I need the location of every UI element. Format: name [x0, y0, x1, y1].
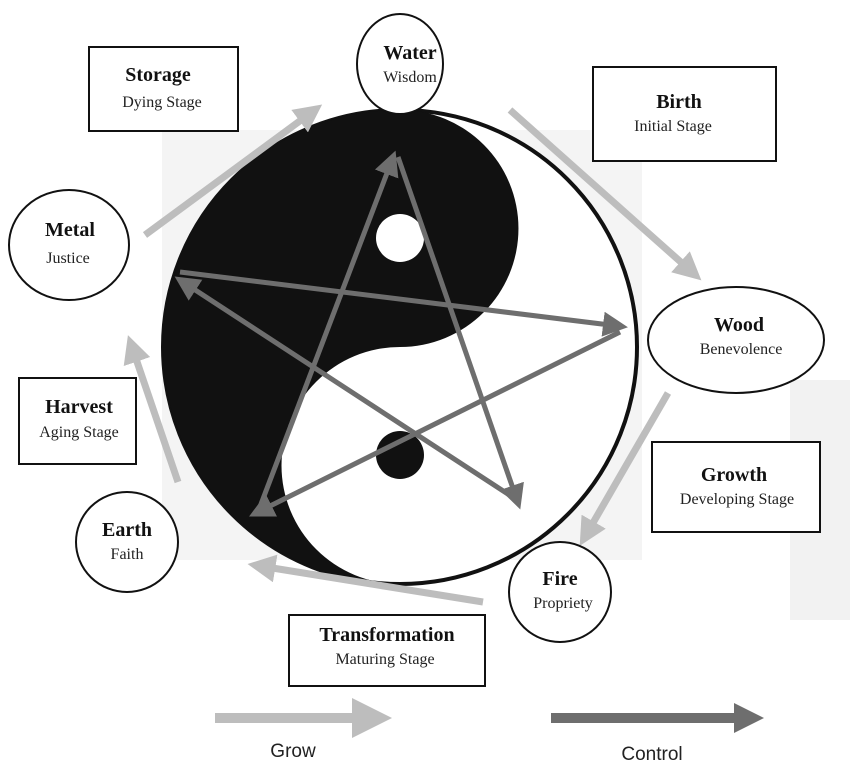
- element-title: Wood: [714, 314, 764, 336]
- stage-title: Birth: [656, 91, 702, 113]
- control-arrow-earth-water: [255, 150, 399, 513]
- element-quality: Justice: [46, 250, 90, 267]
- control-arrow-fire-metal: [174, 276, 519, 503]
- element-quality: Wisdom: [383, 69, 437, 86]
- stage-title: Transformation: [319, 624, 454, 646]
- element-node-fire: Fire Propriety: [508, 541, 612, 643]
- element-node-metal: Metal Justice: [8, 189, 130, 301]
- element-quality: Faith: [111, 546, 144, 563]
- stage-box-harvest: Harvest Aging Stage: [18, 377, 137, 465]
- stage-subtitle: Aging Stage: [39, 424, 119, 441]
- stage-title: Harvest: [45, 396, 113, 418]
- grow-arrow-water-wood: [507, 107, 702, 281]
- yin-half: [163, 110, 519, 584]
- element-node-water: Water Wisdom: [356, 13, 444, 115]
- stage-subtitle: Developing Stage: [680, 491, 794, 508]
- stage-title: Storage: [125, 64, 191, 86]
- stage-subtitle: Maturing Stage: [335, 651, 434, 668]
- yin-dot: [376, 431, 424, 479]
- control-arrow-water-fire: [395, 156, 524, 510]
- stage-box-storage: Storage Dying Stage: [88, 46, 239, 132]
- element-node-earth: Earth Faith: [75, 491, 179, 593]
- element-node-wood: Wood Benevolence: [647, 286, 825, 394]
- element-title: Water: [383, 42, 436, 64]
- stage-box-birth: Birth Initial Stage: [592, 66, 777, 162]
- element-title: Fire: [542, 568, 577, 590]
- element-quality: Propriety: [533, 595, 593, 612]
- grow-arrow-metal-water: [142, 104, 323, 238]
- stage-subtitle: Dying Stage: [122, 94, 202, 111]
- grow-arrow-wood-fire: [579, 391, 672, 546]
- element-title: Metal: [45, 219, 95, 241]
- control-arrow-wood-earth: [249, 329, 622, 517]
- stage-subtitle: Initial Stage: [634, 118, 712, 135]
- stage-box-transformation: Transformation Maturing Stage: [288, 614, 486, 687]
- element-quality: Benevolence: [700, 341, 783, 358]
- yin-yang-symbol: [161, 108, 639, 586]
- grow-cycle: [123, 104, 702, 606]
- yang-dot: [376, 214, 424, 262]
- legend: Grow Control: [215, 698, 764, 765]
- grow-arrow-earth-metal: [123, 335, 182, 484]
- control-arrow-metal-wood: [179, 269, 628, 337]
- element-title: Earth: [102, 519, 152, 541]
- grow-arrow-fire-earth: [247, 554, 484, 606]
- legend-control-label: Control: [621, 744, 682, 765]
- stage-title: Growth: [701, 464, 767, 486]
- control-star: [174, 150, 628, 517]
- legend-grow-label: Grow: [270, 741, 316, 762]
- stage-box-growth: Growth Developing Stage: [651, 441, 821, 533]
